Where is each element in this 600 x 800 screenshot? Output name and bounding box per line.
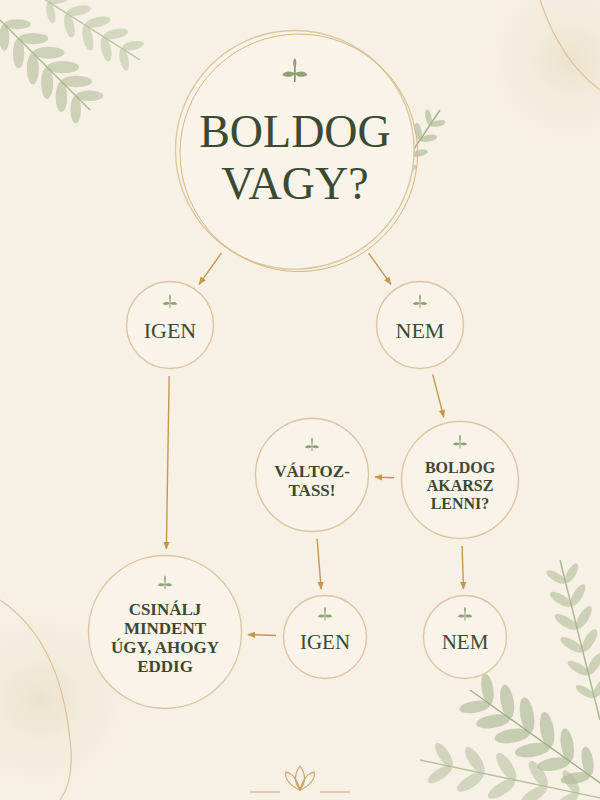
circle-border <box>180 34 418 272</box>
sprig-icon <box>453 435 467 449</box>
flow-arrow <box>369 253 391 284</box>
text-holder: CSINÁLJ MINDENT ÚGY, AHOGY EDDIG <box>87 554 243 710</box>
text-column: BOLDOG AKARSZ LENNI? <box>415 447 505 513</box>
circle-border <box>284 596 367 679</box>
node-label: BOLDOG AKARSZ LENNI? <box>415 447 505 513</box>
circle-border <box>402 422 519 539</box>
node-label: NEM <box>380 307 460 344</box>
flow-circle: NEM <box>375 280 465 370</box>
sprig-icon <box>158 576 172 590</box>
circle-border <box>127 282 214 369</box>
flow-arrow <box>462 546 463 589</box>
text-holder: NEM <box>375 280 465 370</box>
text-holder: BOLDOG VAGY? <box>174 29 416 271</box>
text-column: NEM <box>427 619 503 655</box>
sprig-icon <box>458 607 472 621</box>
text-column: CSINÁLJ MINDENT ÚGY, AHOGY EDDIG <box>103 588 227 676</box>
text-column: VÁLTOZ- TASS! <box>272 450 352 500</box>
text-holder: VÁLTOZ- TASS! <box>254 417 370 533</box>
gold-swirl <box>0 600 71 800</box>
node-label: NEM <box>427 619 503 655</box>
flow-arrow <box>166 376 169 549</box>
sprig-icon <box>282 58 307 82</box>
text-column: NEM <box>380 307 460 344</box>
text-holder: BOLDOG AKARSZ LENNI? <box>400 420 520 540</box>
sprig-icon <box>163 294 177 308</box>
flow-circle: NEM <box>422 594 508 680</box>
sprig-icon <box>413 294 427 308</box>
circle-border <box>424 596 507 679</box>
flow-circle: VÁLTOZ- TASS! <box>254 417 370 533</box>
question-circle: BOLDOG VAGY? <box>174 29 416 271</box>
flow-arrow <box>433 374 444 417</box>
text-holder: NEM <box>422 594 508 680</box>
flow-arrow <box>248 634 276 636</box>
lotus-ornament <box>250 766 350 792</box>
node-label: VÁLTOZ- TASS! <box>272 450 352 500</box>
sprig-icon <box>318 607 332 621</box>
sprig-icon <box>305 438 319 452</box>
circle-border <box>377 282 464 369</box>
flow-circle: IGEN <box>125 280 215 370</box>
node-label: IGEN <box>130 307 210 344</box>
leaf-branch <box>420 560 600 800</box>
question-text: BOLDOG VAGY? <box>195 90 395 209</box>
node-label: IGEN <box>287 619 363 655</box>
corner-glow <box>460 0 600 170</box>
text-column: IGEN <box>130 307 210 344</box>
flow-arrow <box>317 539 321 589</box>
flow-circle: BOLDOG AKARSZ LENNI? <box>400 420 520 540</box>
circle-border <box>89 556 242 709</box>
flow-arrow <box>375 476 394 478</box>
flow-circle: CSINÁLJ MINDENT ÚGY, AHOGY EDDIG <box>87 554 243 710</box>
text-holder: IGEN <box>125 280 215 370</box>
circle-border <box>256 419 369 532</box>
text-column: BOLDOG VAGY? <box>195 90 395 209</box>
text-column: IGEN <box>287 619 363 655</box>
text-holder: IGEN <box>282 594 368 680</box>
node-label: CSINÁLJ MINDENT ÚGY, AHOGY EDDIG <box>103 588 227 676</box>
flow-circle: IGEN <box>282 594 368 680</box>
leaf-branch <box>0 0 145 123</box>
flow-arrow <box>199 253 221 284</box>
gold-swirl <box>540 0 600 90</box>
